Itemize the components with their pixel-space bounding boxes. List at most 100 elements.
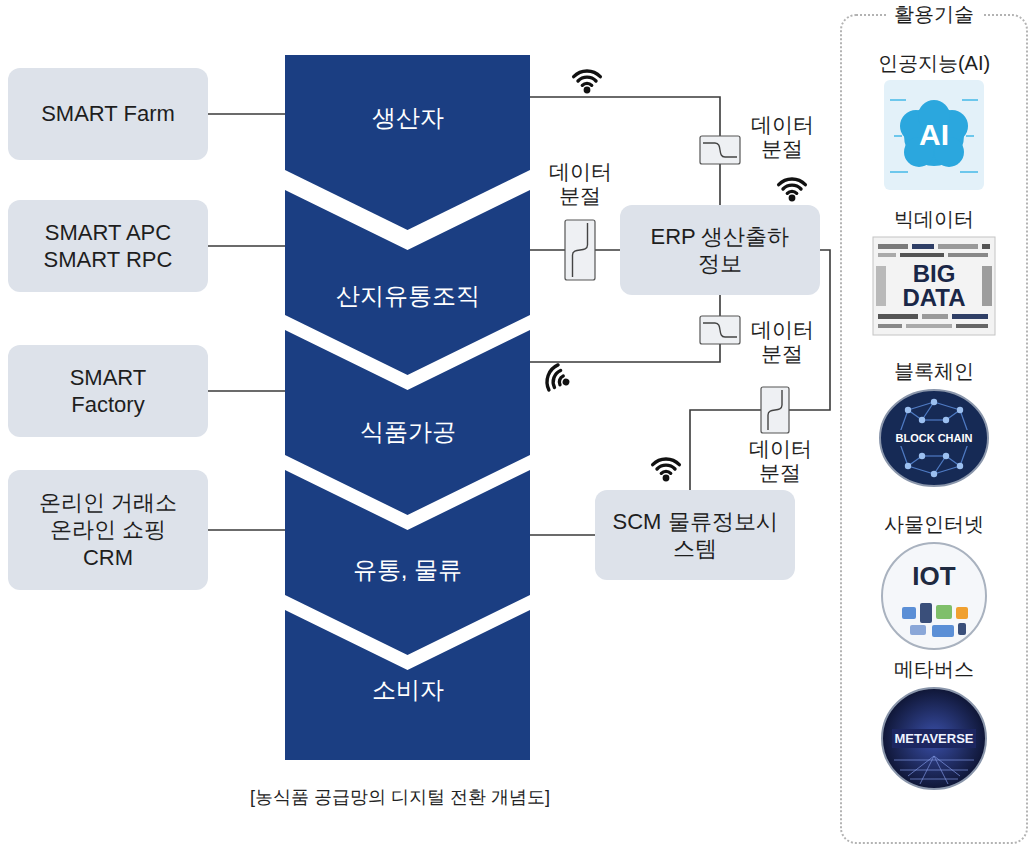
word-cloud-bar bbox=[878, 253, 896, 257]
wifi-arc bbox=[574, 71, 601, 77]
wifi-arc bbox=[661, 471, 670, 473]
technology-icon: BIG DATA bbox=[872, 236, 996, 336]
icon-text: METAVERSE bbox=[892, 729, 977, 748]
grid-line bbox=[920, 756, 934, 784]
icon-text: IOT bbox=[912, 561, 955, 592]
word-cloud-bar bbox=[948, 253, 988, 257]
box-text: SCM 물류정보시스템 bbox=[611, 508, 778, 563]
wifi-arc bbox=[657, 465, 675, 469]
panel-title: 활용기술 bbox=[886, 1, 982, 27]
process-box: ERP 생산출하정보 bbox=[620, 205, 820, 295]
box-text: SMART APC SMART RPC bbox=[18, 219, 198, 274]
icon-ground bbox=[884, 80, 984, 190]
break-frame bbox=[761, 387, 789, 433]
technology-item: 블록체인BLOCK CHAIN bbox=[850, 359, 1018, 488]
network-link bbox=[922, 402, 934, 420]
wifi-arc bbox=[783, 185, 801, 189]
word-cloud-bar bbox=[956, 324, 988, 328]
technology-panel: 활용기술인공지능(AI)AI빅데이터BIG DATA블록체인BLOCK CHAI… bbox=[840, 14, 1028, 844]
chevron-fill bbox=[285, 610, 530, 760]
word-cloud-bar bbox=[912, 244, 934, 249]
device-icon bbox=[932, 625, 954, 637]
chevron-fill bbox=[285, 330, 530, 515]
stage-name: 산지유통조직 bbox=[285, 281, 530, 311]
word-cloud-bar bbox=[982, 266, 992, 306]
icon-ground bbox=[880, 390, 988, 486]
break-frame bbox=[700, 316, 740, 344]
device-icon bbox=[910, 625, 926, 635]
process-box: 온리인 거래소 온라인 쇼핑 CRM bbox=[8, 470, 208, 590]
chevron-fill bbox=[285, 190, 530, 375]
technology-item: 사물인터넷 IOT bbox=[850, 512, 1018, 651]
technology-icon: METAVERSE bbox=[880, 686, 988, 791]
wifi-dot bbox=[789, 195, 796, 202]
network-dot bbox=[957, 463, 963, 469]
device-icon bbox=[956, 607, 968, 619]
chevron-band: 소비자 bbox=[285, 610, 530, 760]
network-dot bbox=[943, 417, 949, 423]
technology-name: 빅데이터 bbox=[850, 207, 1018, 231]
circuit-line bbox=[966, 135, 974, 137]
box-text: 온리인 거래소 온라인 쇼핑 CRM bbox=[31, 489, 185, 572]
network-link bbox=[922, 419, 946, 420]
wifi-arc bbox=[787, 191, 796, 193]
technology-icon: BLOCK CHAIN bbox=[878, 388, 990, 488]
technology-name: 메타버스 bbox=[850, 657, 1018, 681]
box-text: SMART Farm bbox=[41, 100, 175, 128]
caption-slot: [농식품 공급망의 디지털 전환 개념도] bbox=[100, 787, 700, 809]
device-icon bbox=[920, 603, 932, 623]
chevron-band: 유통, 물류 bbox=[285, 470, 530, 655]
wifi-symbol bbox=[779, 179, 806, 201]
data-break-icon bbox=[700, 136, 740, 164]
network-link bbox=[934, 456, 946, 474]
callout-label: 데이터 분절 bbox=[744, 113, 820, 161]
connector-line bbox=[208, 529, 285, 531]
wifi-symbol bbox=[653, 459, 680, 481]
wifi-arc bbox=[544, 363, 558, 390]
wifi-arc bbox=[578, 77, 596, 81]
chevron-band: 식품가공 bbox=[285, 330, 530, 515]
wifi-arc bbox=[779, 179, 806, 185]
grid-line bbox=[910, 779, 958, 780]
icon-drawing bbox=[880, 541, 988, 651]
icon-ground bbox=[882, 543, 986, 649]
network-dot bbox=[957, 407, 963, 413]
caption: [농식품 공급망의 디지털 전환 개념도] bbox=[250, 787, 550, 809]
callout-label: 데이터 분절 bbox=[744, 318, 820, 366]
connector-line bbox=[208, 245, 285, 247]
network-link bbox=[934, 402, 960, 410]
circuit-line bbox=[960, 171, 978, 173]
grid-line bbox=[908, 756, 934, 776]
technology-name: 사물인터넷 bbox=[850, 512, 1018, 536]
callout-label: 데이터 분절 bbox=[542, 160, 618, 208]
data-break-icon bbox=[700, 316, 740, 344]
device-icon bbox=[958, 623, 966, 635]
process-box: SMART Factory bbox=[8, 345, 208, 437]
word-cloud-bar bbox=[876, 266, 886, 306]
technology-name: 인공지능(AI) bbox=[850, 51, 1018, 75]
word-cloud-bar bbox=[938, 244, 978, 249]
chevron-band: 생산자 bbox=[285, 55, 530, 230]
label-slot: 데이터 분절 bbox=[732, 318, 832, 366]
break-frame bbox=[565, 220, 595, 280]
box-text: ERP 생산출하정보 bbox=[647, 223, 792, 278]
grid-line bbox=[894, 760, 974, 761]
break-wave bbox=[768, 390, 782, 430]
icon-text: AI bbox=[919, 118, 949, 152]
network-dot bbox=[905, 463, 911, 469]
chevron-fill bbox=[285, 55, 530, 230]
process-box: SMART APC SMART RPC bbox=[8, 200, 208, 292]
connector-line bbox=[530, 534, 595, 536]
technology-icon: AI bbox=[884, 80, 984, 190]
network-link bbox=[922, 455, 946, 456]
wifi-arc bbox=[558, 375, 563, 384]
data-break-icon bbox=[761, 387, 789, 433]
icon-text: BIG DATA bbox=[890, 260, 978, 312]
word-cloud-bar bbox=[922, 314, 948, 319]
wifi-arc bbox=[582, 83, 591, 85]
word-cloud-bar bbox=[982, 244, 990, 249]
grid-line bbox=[900, 770, 968, 771]
connector-line bbox=[208, 113, 285, 115]
technology-item: 빅데이터 BIG DATA bbox=[850, 207, 1018, 336]
wifi-symbol bbox=[574, 71, 601, 93]
